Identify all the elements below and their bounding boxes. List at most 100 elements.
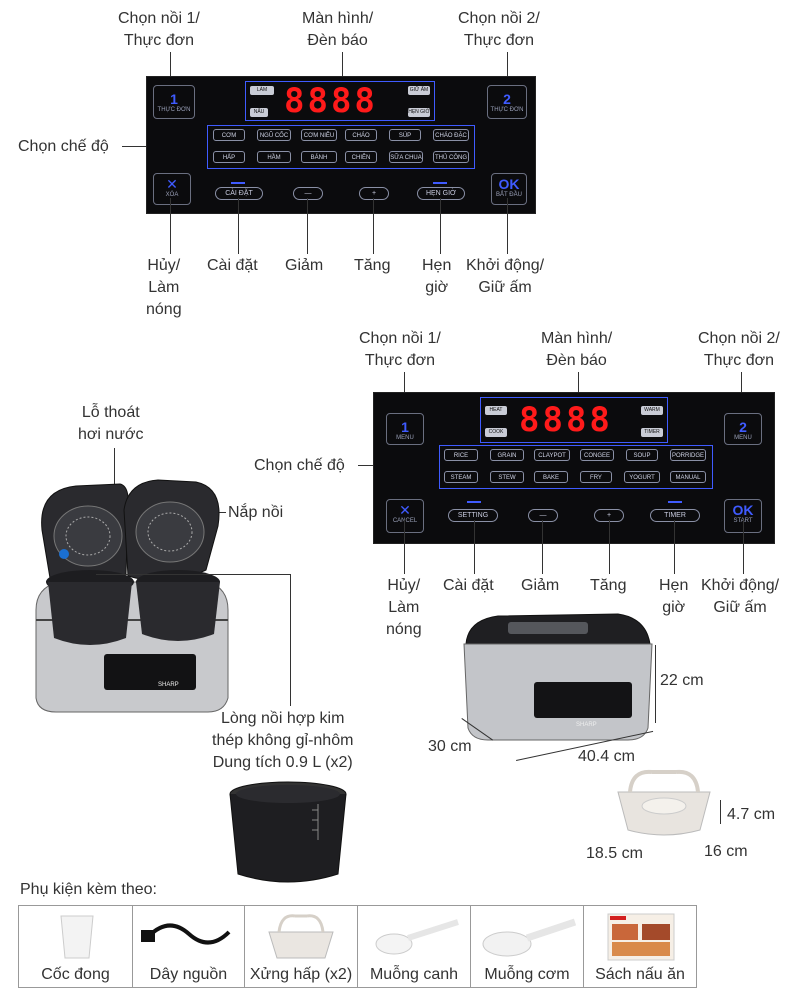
steamer-icon (268, 914, 334, 959)
label-plus-en: Tăng (590, 577, 627, 594)
dim-height: 22 cm (660, 672, 704, 689)
brand-logo: SHARP (576, 722, 597, 728)
label-setting-en: Cài đặt (443, 577, 494, 594)
mode-button[interactable]: HẦM (257, 151, 291, 163)
mode-button[interactable]: NGŨ CỐC (257, 129, 291, 141)
mode-button[interactable]: CHÁO (345, 129, 377, 141)
mode-button[interactable]: SOUP (626, 449, 658, 461)
rice-cooker-open-image: SHARP (35, 479, 229, 713)
steamer-tray-image (617, 769, 711, 836)
mode-button[interactable]: CƠM NIÊU (301, 129, 337, 141)
indicator-timer: HẸN GIỜ (408, 108, 430, 117)
mode-button[interactable]: HẤP (213, 151, 245, 163)
accessory-cookbook: Sách nấu ăn (583, 905, 697, 988)
rice-cooker-closed-image: SHARP (463, 613, 653, 741)
label-display-vi: Màn hình/Đèn báo (302, 10, 374, 49)
label-mode-en: Chọn chế độ (254, 457, 345, 474)
cancel-button[interactable]: ✕XÓA (153, 173, 191, 205)
dim-steamer-height: 4.7 cm (727, 806, 776, 823)
digit-display: 8888 (284, 81, 378, 121)
label-plus-vi: Tăng (354, 257, 391, 274)
cookbook-icon (607, 913, 675, 961)
indicator-heat: HEAT (485, 406, 507, 415)
inner-pot-image (229, 781, 347, 883)
dim-depth: 30 cm (428, 738, 472, 755)
plus-button[interactable]: + (359, 187, 389, 200)
mode-button[interactable]: BAKE (534, 471, 568, 483)
mode-button[interactable]: THỦ CÔNG (433, 151, 469, 163)
timer-button[interactable]: HẸN GIỜ (417, 187, 465, 200)
mode-button[interactable]: SÚP (389, 129, 421, 141)
mode-button[interactable]: CHIÊN (345, 151, 377, 163)
mode-button[interactable]: CLAYPOT (534, 449, 570, 461)
label-start-vi: Khởi động/Giữ ấm (466, 257, 545, 296)
mode-button[interactable]: RICE (444, 449, 478, 461)
label-setting-vi: Cài đặt (207, 257, 258, 274)
indicator-timer: TIMER (641, 428, 663, 437)
label-pot1-vi: Chọn nồi 1/Thực đơn (118, 10, 200, 49)
mode-button[interactable]: GRAIN (490, 449, 524, 461)
indicator-cook: COOK (485, 428, 507, 437)
accessory-label: Sách nấu ăn (595, 966, 685, 983)
mode-group (207, 125, 475, 169)
minus-button[interactable]: — (528, 509, 558, 522)
digit-display: 8888 (519, 400, 613, 440)
label-display-en: Màn hình/Đèn báo (541, 330, 613, 369)
dim-width: 40.4 cm (578, 748, 635, 765)
label-lid: Nắp nồi (228, 504, 284, 521)
mode-button[interactable]: PORRIDGE (670, 449, 706, 461)
accessory-label: Cốc đong (41, 966, 110, 983)
setting-button[interactable]: CÀI ĐẶT (215, 187, 263, 200)
accessory-label: Muỗng cơm (484, 966, 570, 983)
dim-steamer-width: 16 cm (704, 843, 748, 860)
accessory-soup-ladle: Muỗng canh (357, 905, 471, 988)
mode-button[interactable]: STEAM (444, 471, 478, 483)
label-minus-en: Giảm (521, 577, 560, 594)
label-pot2-vi: Chọn nồi 2/Thực đơn (458, 10, 540, 49)
mode-button[interactable]: CONGEE (580, 449, 614, 461)
brand-logo: SHARP (158, 682, 179, 688)
label-mode-vi: Chọn chế độ (18, 138, 109, 155)
mode-button[interactable]: BÁNH (301, 151, 337, 163)
mode-button[interactable]: STEW (490, 471, 524, 483)
accessory-power-cord: Dây nguồn (132, 905, 245, 988)
minus-button[interactable]: — (293, 187, 323, 200)
display-screen: HEAT COOK 8888 WARM TIMER (480, 397, 668, 443)
measuring-cup-icon (60, 915, 94, 959)
accessory-label: Muỗng canh (369, 966, 459, 983)
mode-button[interactable]: CHÁO ĐẶC (433, 129, 469, 141)
cancel-button[interactable]: ✕CANCEL (386, 499, 424, 533)
ladle-icon (375, 919, 459, 955)
mode-group (439, 445, 713, 489)
dim-steamer-length: 18.5 cm (586, 845, 643, 862)
accessory-label: Xửng hấp (x2) (249, 966, 353, 983)
setting-button[interactable]: SETTING (448, 509, 498, 522)
accessories-title: Phụ kiện kèm theo: (20, 881, 157, 898)
indicator-warm: GIỮ ẤM (408, 86, 430, 95)
mode-button[interactable]: YOGURT (624, 471, 660, 483)
power-cord-icon (141, 923, 231, 945)
label-start-en: Khởi động/Giữ ấm (701, 577, 780, 616)
indicator-warm: WARM (641, 406, 663, 415)
mode-button[interactable]: CƠM (213, 129, 245, 141)
mode-button[interactable]: SỮA CHUA (389, 151, 423, 163)
mode-button[interactable]: MANUAL (670, 471, 706, 483)
timer-button[interactable]: TIMER (650, 509, 700, 522)
accessory-label: Dây nguồn (149, 966, 228, 983)
rice-paddle-icon (482, 918, 577, 957)
mode-button[interactable]: FRY (580, 471, 612, 483)
label-pot1-en: Chọn nồi 1/Thực đơn (359, 330, 441, 369)
